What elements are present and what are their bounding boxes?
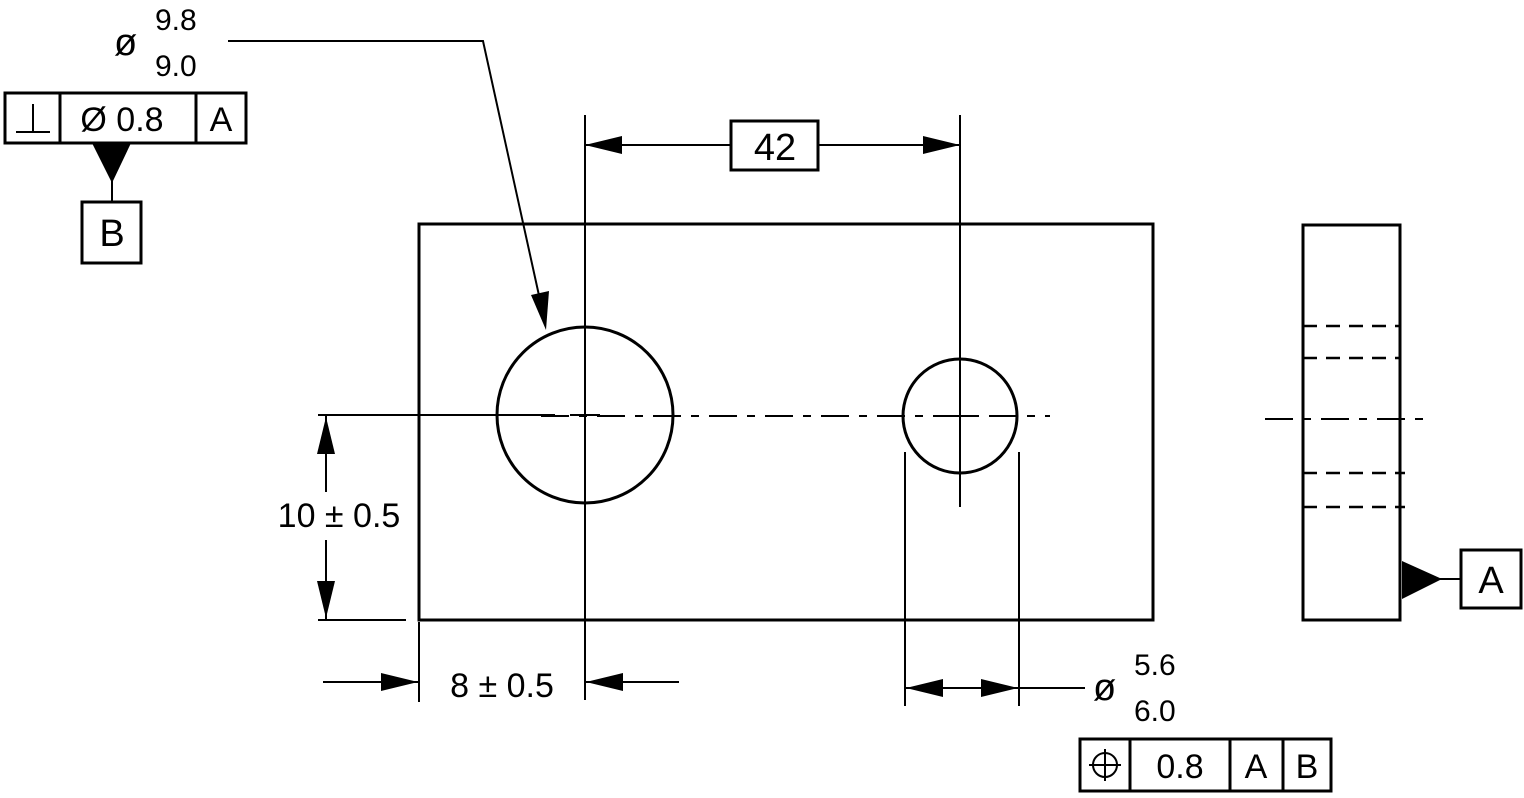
horizontal-dimension-text: 8 ± 0.5 [450,667,554,705]
horizontal-dim-arrow-right [586,673,623,691]
large-hole-diameter-symbol: ø [114,22,137,64]
part-outline [417,222,1155,622]
small-hole-dim-arrow-left [906,679,943,697]
datum-a-label: A [1478,560,1504,602]
large-hole-upper-limit: 9.8 [155,4,197,37]
side-view-outline [1301,223,1402,622]
small-hole-upper-limit: 5.6 [1134,649,1176,682]
position-icon [1089,749,1121,781]
small-hole-diameter-symbol: ø [1093,667,1116,709]
large-hole-leader [228,40,541,301]
position-tolerance-value: 0.8 [1156,748,1203,786]
datum-b-box [80,200,143,265]
large-hole-leader-arrow [531,291,549,330]
spacing-dimension-text: 42 [754,127,796,169]
small-hole-dim-arrow-right [981,679,1018,697]
large-hole-lower-limit: 9.0 [155,50,197,83]
datum-b-label: B [99,213,124,255]
perpendicularity-datum: A [210,101,233,139]
spacing-basic-box [729,119,820,172]
datum-b-triangle [92,143,131,183]
vertical-dim-arrow-top [317,417,335,454]
vertical-dim-arrow-bottom [317,581,335,618]
position-datum-secondary: B [1296,748,1319,786]
small-hole-lower-limit: 6.0 [1134,695,1176,728]
vertical-dimension-text: 10 ± 0.5 [278,497,401,535]
perpendicularity-feature-control-frame: Ø 0.8 A [3,91,248,145]
position-feature-control-frame: 0.8 A B [1078,737,1333,793]
perpendicularity-tolerance-value: Ø 0.8 [80,101,163,139]
perpendicularity-icon [16,104,50,133]
horizontal-dim-arrow-left [381,673,418,691]
spacing-arrow-left [585,136,622,154]
spacing-arrow-right [923,136,960,154]
position-datum-primary: A [1245,748,1268,786]
datum-a-triangle [1402,561,1442,599]
datum-a-box [1459,548,1523,610]
